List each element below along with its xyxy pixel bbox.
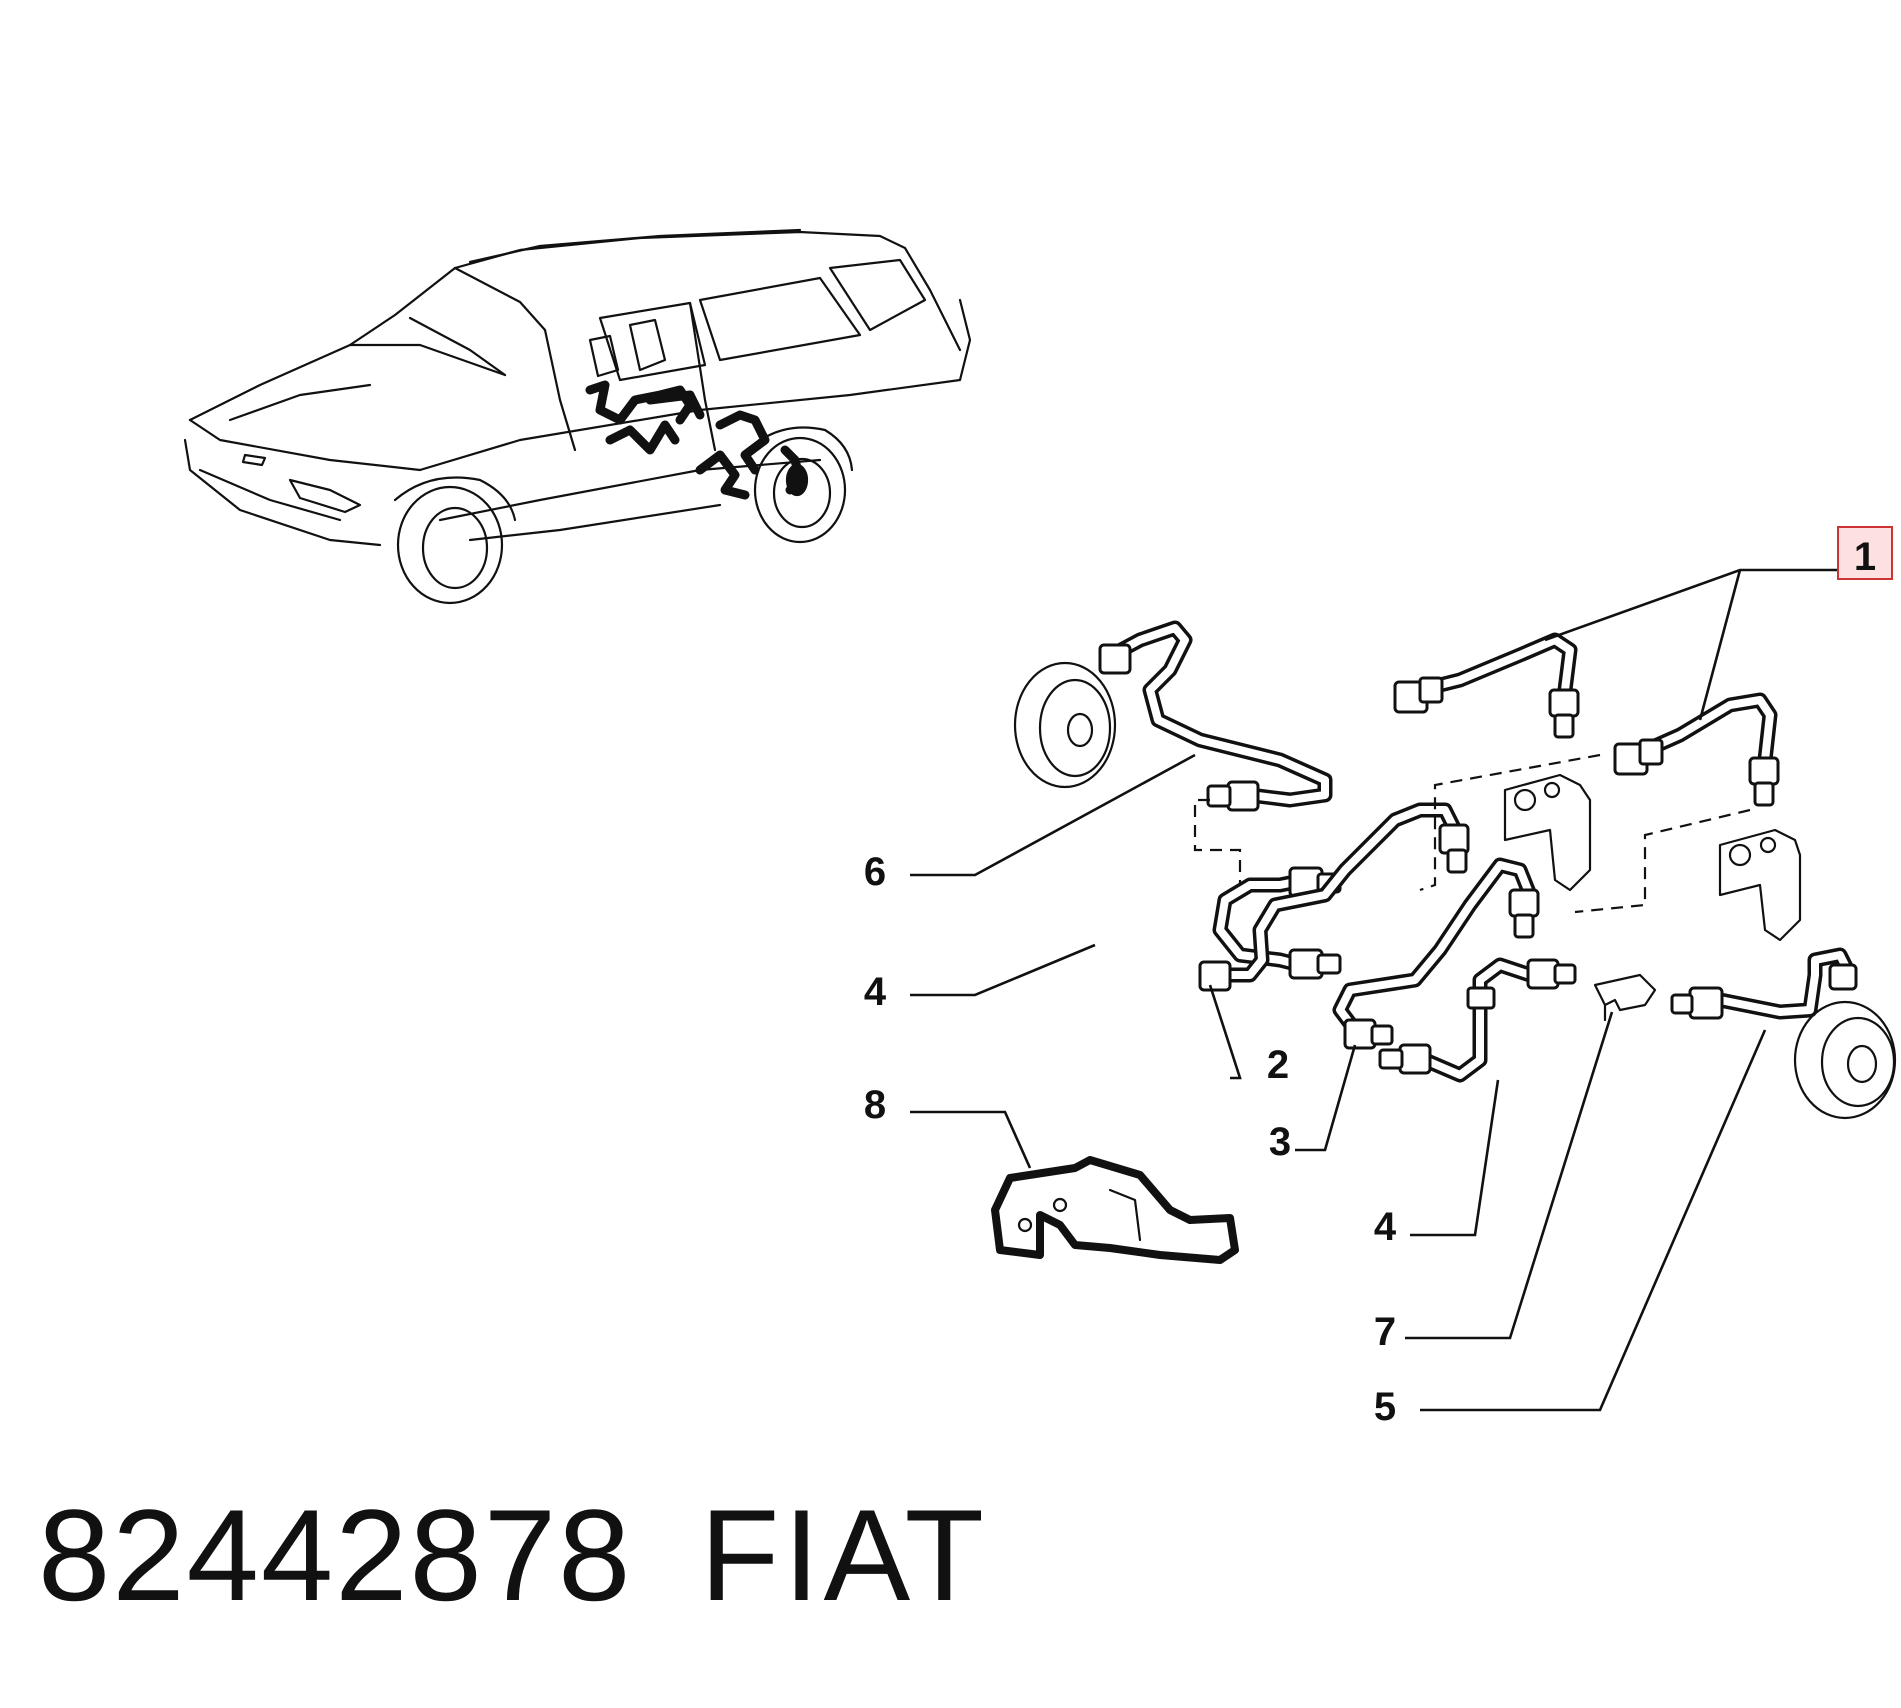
callout-2[interactable]: 2 <box>1267 1043 1289 1087</box>
assembly-dash-lines <box>1193 753 1751 914</box>
part-4-right-pipe <box>1378 957 1577 1083</box>
part-2-long-pipe <box>1198 802 1470 992</box>
leader-lines <box>910 568 1855 1412</box>
leader-2 <box>1208 984 1242 1080</box>
part-3-pipe <box>1332 857 1540 1050</box>
callout-8[interactable]: 8 <box>864 1083 886 1127</box>
callout-5[interactable]: 5 <box>1374 1385 1396 1429</box>
leader-6 <box>910 753 1196 877</box>
callout-labels: 1 6 4 2 3 8 4 7 5 <box>864 526 1893 1429</box>
part-6-front-pipe <box>1013 620 1333 812</box>
part-number: 82442878 <box>38 1482 633 1628</box>
callout-6[interactable]: 6 <box>864 850 886 894</box>
leader-1b <box>1698 569 1742 721</box>
part-8-bracket <box>991 1156 1239 1264</box>
leader-5 <box>1420 1029 1767 1412</box>
car-illustration <box>183 228 972 605</box>
callout-1-highlight <box>1837 526 1893 580</box>
leader-4a <box>910 943 1096 997</box>
callout-3[interactable]: 3 <box>1269 1120 1291 1164</box>
part-1-flex-hoses <box>1393 632 1780 807</box>
hose-brackets <box>1503 773 1802 942</box>
brand-name: FIAT <box>700 1482 988 1628</box>
part-4-left-pipe <box>1212 866 1342 980</box>
leader-8 <box>910 1110 1032 1169</box>
part-7-clip <box>1593 973 1657 1022</box>
callout-4-left[interactable]: 4 <box>864 970 887 1014</box>
part-5-rear-pipe <box>1670 947 1897 1120</box>
callout-7[interactable]: 7 <box>1374 1310 1396 1354</box>
leader-1 <box>1544 568 1855 642</box>
leader-3 <box>1295 1044 1357 1152</box>
leader-7 <box>1405 1011 1614 1340</box>
leader-4b <box>1410 1079 1500 1237</box>
callout-4-right[interactable]: 4 <box>1374 1205 1397 1249</box>
callout-1[interactable]: 1 <box>1854 535 1876 579</box>
